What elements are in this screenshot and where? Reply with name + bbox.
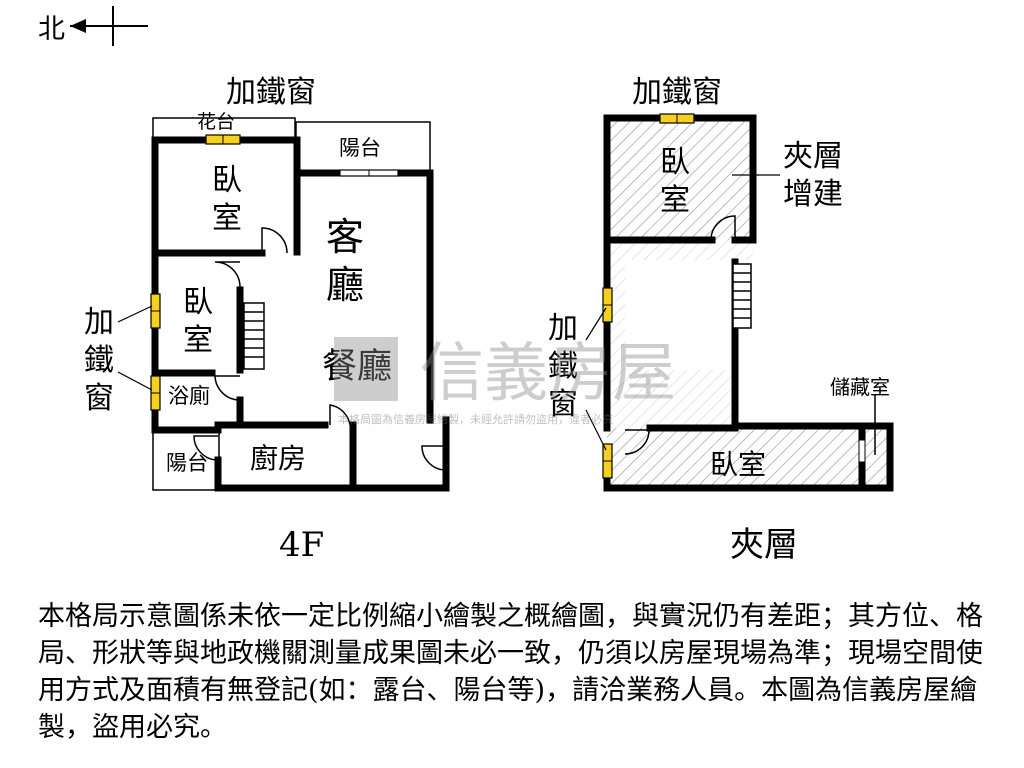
label-4f-window-left-a: 加 xyxy=(84,305,114,340)
label-mezz-bedroom-bottom: 臥室 xyxy=(710,448,766,481)
label-extension-a: 夾層 xyxy=(783,139,843,174)
arrow-head-icon xyxy=(70,19,86,33)
floor-4f-labels: 加鐵窗 花台 陽台 臥 室 客 廳 臥 室 餐廳 浴廁 陽台 廚房 加 鐵 窗 … xyxy=(84,75,392,565)
door-balcony-bottom-icon xyxy=(193,435,219,461)
mezzanine-labels: 加鐵窗 臥 室 夾層 增建 加 鐵 窗 儲藏室 臥室 夾層 xyxy=(548,75,890,565)
disclaimer-text: 本格局示意圖係未依一定比例縮小繪製之概繪圖，與實況仍有差距；其方位、格局、形狀等… xyxy=(38,601,983,743)
mezzanine-plan xyxy=(585,113,894,492)
label-4f-window-top: 加鐵窗 xyxy=(226,75,316,110)
label-mezz-window-left-a: 加 xyxy=(548,311,578,346)
stairs-4f-icon xyxy=(243,302,265,370)
label-flower-bed: 花台 xyxy=(197,111,235,133)
label-bedroom-2-a: 臥 xyxy=(183,285,213,320)
wall-kitchen-left-bottom xyxy=(214,456,357,492)
floor-4f-plan xyxy=(117,117,450,492)
watermark: 信義房屋 本格局圖為信義房屋繪製，未經允許請勿盜用，違者必究 xyxy=(334,337,676,426)
label-mezz-bedroom-top-a: 臥 xyxy=(660,145,690,180)
label-mezz-bedroom-top-b: 室 xyxy=(660,183,690,218)
label-bedroom-1-b: 室 xyxy=(212,201,242,236)
caption-mezzanine: 夾層 xyxy=(730,525,798,565)
door-entrance-icon xyxy=(421,445,447,471)
label-living-room-a: 客 xyxy=(326,215,364,259)
watermark-logo-icon xyxy=(334,337,398,401)
wall-4f-outline xyxy=(151,136,301,256)
label-extension-b: 增建 xyxy=(783,177,843,212)
stairs-mezz-icon xyxy=(732,263,752,329)
label-bathroom: 浴廁 xyxy=(168,384,210,408)
watermark-brand: 信義房屋 xyxy=(420,337,676,411)
label-balcony-top: 陽台 xyxy=(339,136,381,160)
wall-entry xyxy=(349,416,450,492)
door-bedroom1-icon xyxy=(261,227,288,254)
label-mezz-window-left-c: 窗 xyxy=(548,387,578,422)
door-bathroom-icon xyxy=(214,375,241,401)
label-bedroom-1-a: 臥 xyxy=(212,163,242,198)
label-living-room-b: 廳 xyxy=(326,263,364,307)
door-mezz-bottom-icon xyxy=(624,429,650,455)
door-storage-icon xyxy=(858,439,866,463)
caption-4f: 4F xyxy=(279,525,324,565)
compass-north-label: 北 xyxy=(38,14,65,45)
mezz-open-area xyxy=(625,260,733,370)
door-bedroom2-icon xyxy=(214,261,241,288)
compass: 北 xyxy=(38,6,148,46)
watermark-notice: 本格局圖為信義房屋繪製，未經允許請勿盜用，違者必究 xyxy=(338,412,613,426)
door-mezz-bedroom-icon xyxy=(710,215,736,241)
wall-4f-left xyxy=(151,136,222,434)
label-4f-window-left-c: 窗 xyxy=(84,381,114,416)
mezz-bedroom-top-fill xyxy=(607,118,753,240)
label-mezz-window-top: 加鐵窗 xyxy=(632,75,722,110)
label-4f-window-left-b: 鐵 xyxy=(84,343,114,378)
label-storage: 儲藏室 xyxy=(830,375,890,399)
label-mezz-window-left-b: 鐵 xyxy=(548,349,578,384)
door-kitchen-icon xyxy=(329,404,351,426)
label-bedroom-2-b: 室 xyxy=(183,323,213,358)
mezz-bedroom-bottom-fill xyxy=(607,428,892,488)
label-kitchen: 廚房 xyxy=(250,442,306,475)
wall-mezz-bottom xyxy=(603,422,894,492)
label-balcony-bottom: 陽台 xyxy=(166,451,208,475)
label-dining-room: 餐廳 xyxy=(322,347,392,387)
